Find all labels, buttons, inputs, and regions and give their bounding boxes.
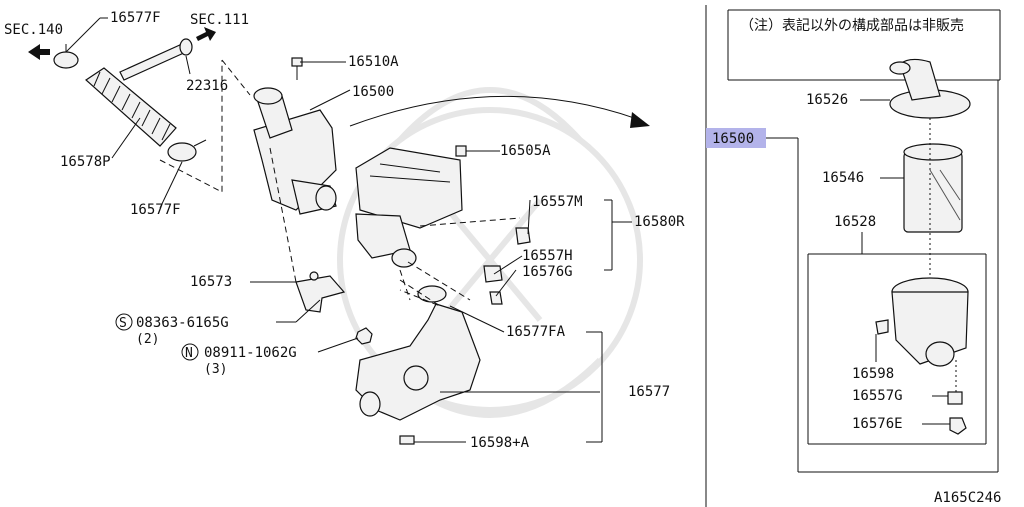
label-16576E: 16576E [852,416,903,432]
clamp-16577F-top [53,44,79,69]
collar-16576G [489,291,503,305]
figure-id: A165C246 [934,490,1001,506]
label-sec111: SEC.111 [190,12,249,28]
s-symbol: S [119,316,127,331]
sec111-arrow-icon [196,27,216,41]
bellows-duct-16578P [85,67,177,147]
label-n-nut: 08911-1062G [204,345,297,361]
label-16577FA: 16577FA [506,324,566,340]
bracket-16573 [295,271,346,313]
label-16557H: 16557H [522,248,573,264]
bolt-16510A [291,57,303,80]
label-s-bolt: 08363-6165G [136,315,229,331]
label-sec140: SEC.140 [4,22,63,38]
label-16576G: 16576G [522,264,573,280]
sec140-arrow-icon [28,44,50,60]
label-16500-main: 16500 [352,84,394,100]
label-16598: 16598 [852,366,894,382]
label-16598A: 16598+A [470,435,530,451]
label-16557G: 16557G [852,388,903,404]
filter-16546 [903,143,963,233]
label-16573: 16573 [190,274,232,290]
label-16577: 16577 [628,384,670,400]
label-16557M: 16557M [532,194,583,210]
intake-duct-16577 [355,303,481,421]
label-16528: 16528 [834,214,876,230]
label-16578P: 16578P [60,154,111,170]
label-16526: 16526 [806,92,848,108]
sensor-16598A [399,435,415,445]
flow-arrow [349,95,641,127]
cover-16526 [889,58,971,119]
sensor-16598 [875,319,889,362]
clamp-16577F-bottom [167,139,207,162]
hose-22316 [119,38,193,81]
label-16577F-top: 16577F [110,10,161,26]
grommet-16557G [947,391,963,405]
label-16505A: 16505A [500,143,551,159]
label-16546: 16546 [822,170,864,186]
assembly-bracket [766,80,999,473]
case-frame [807,232,987,445]
label-n-nut-qty: (3) [204,362,227,377]
label-16577F-bottom: 16577F [130,202,181,218]
flow-arrow-head-icon [630,112,650,128]
note-text: （注）表記以外の構成部品は非販売 [740,17,964,34]
s-symbol-icon [115,313,133,331]
label-22316: 22316 [186,78,228,94]
leader-lines-left [65,17,632,443]
n-symbol-icon [181,343,199,361]
highlight-16500 [706,128,766,148]
case-16528 [891,277,969,367]
label-16510A: 16510A [348,54,399,70]
clamp-16577FA [417,285,447,303]
resonator-16580R [355,147,463,268]
nut-08911 [355,327,373,345]
grommet-16557H [483,265,503,283]
label-s-bolt-qty: (2) [136,332,159,347]
air-cleaner-16500 [253,87,337,215]
label-16500-box: 16500 [712,131,754,147]
grommet-16557M [515,227,531,245]
note-frame [727,9,1001,81]
collar-16576E [949,417,967,435]
label-16580R: 16580R [634,214,685,230]
n-symbol: N [185,346,193,361]
